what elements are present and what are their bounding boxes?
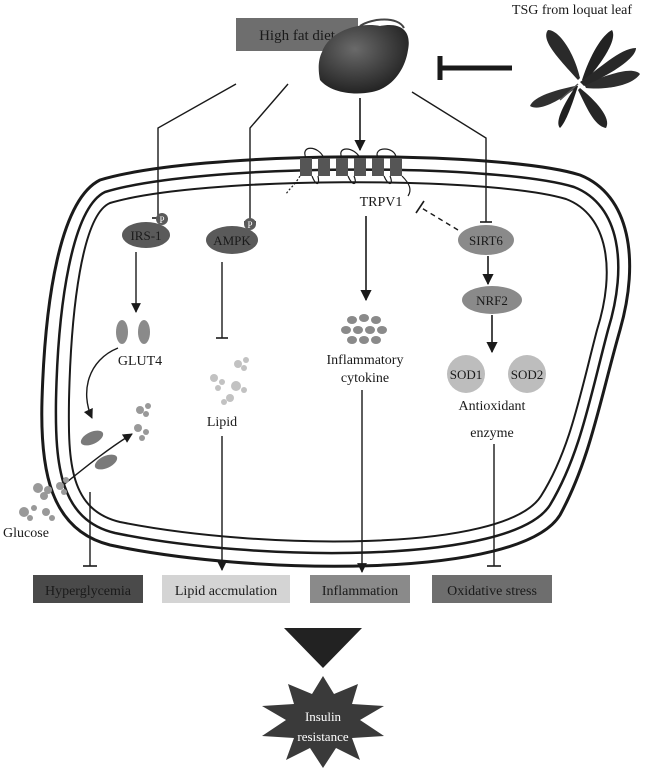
liver-lobe-icon (359, 18, 405, 29)
sod2-node (508, 355, 546, 393)
cytokine-label-2: cytokine (341, 371, 389, 386)
lipid-icon (210, 357, 249, 405)
nrf2-label: NRF2 (476, 293, 508, 308)
link-diet-irs1 (157, 83, 237, 218)
glut4-icon (116, 320, 150, 344)
ampk-label: AMPK (213, 233, 251, 248)
glucose-inside-icon (134, 403, 151, 441)
glut4-label: GLUT4 (118, 354, 162, 369)
lipid-acc-box (162, 575, 290, 603)
glucose-transporter-icon (80, 430, 118, 470)
hyperglycemia-box (33, 575, 143, 603)
insulin-resistance-starburst (262, 676, 384, 768)
sod1-node (447, 355, 485, 393)
ampk-phospho-label: P (247, 220, 252, 230)
inflammation-label: Inflammation (322, 584, 398, 599)
sirt6-node (458, 225, 514, 255)
trpv1-channel (285, 147, 411, 197)
glucose-label: Glucose (3, 526, 49, 541)
link-diet-ampk (249, 83, 289, 222)
irs1-label: IRS-1 (130, 228, 161, 243)
antioxidant-label-2: enzyme (470, 426, 514, 441)
glucose-outside-icon (19, 477, 69, 521)
link-sirt6-trpv1-bar (415, 200, 425, 214)
high-fat-diet-label: High fat diet (259, 28, 336, 44)
ampk-phospho-badge (244, 218, 256, 230)
hyperglycemia-label: Hyperglycemia (45, 584, 132, 599)
cell-membrane-outer (40, 155, 632, 568)
irs1-phospho-label: P (159, 215, 164, 225)
cell-membrane-inner (54, 168, 620, 555)
ampk-node (206, 226, 258, 254)
loquat-leaf-icon (530, 30, 640, 128)
leaf-label: TSG from loquat leaf (512, 3, 632, 18)
insulin-resistance-label-1: Insulin (305, 709, 342, 724)
insulin-resistance-label-2: resistance (297, 729, 348, 744)
cytokine-label-1: Inflammatory (327, 353, 404, 368)
sirt6-label: SIRT6 (469, 233, 503, 248)
irs1-phospho-badge (156, 213, 168, 225)
antioxidant-label-1: Antioxidant (459, 399, 526, 414)
sod2-label: SOD2 (511, 367, 544, 382)
trpv1-label: TRPV1 (360, 195, 403, 210)
oxidative-label: Oxidative stress (447, 584, 537, 599)
cell-membrane-inner2 (67, 181, 608, 543)
oxidative-box (432, 575, 552, 603)
inflammation-box (310, 575, 410, 603)
lipid-label: Lipid (207, 415, 237, 430)
link-liver-sirt6 (411, 91, 487, 222)
big-down-arrow (284, 628, 362, 668)
sod1-label: SOD1 (450, 367, 483, 382)
irs1-node (122, 222, 170, 248)
link-sirt6-trpv1-dashed (419, 206, 459, 231)
link-glut4-transporter (83, 347, 119, 419)
liver-icon (318, 25, 409, 94)
cytokine-icon (341, 314, 387, 344)
nrf2-node (462, 286, 522, 314)
lipid-acc-label: Lipid accmulation (175, 584, 277, 599)
